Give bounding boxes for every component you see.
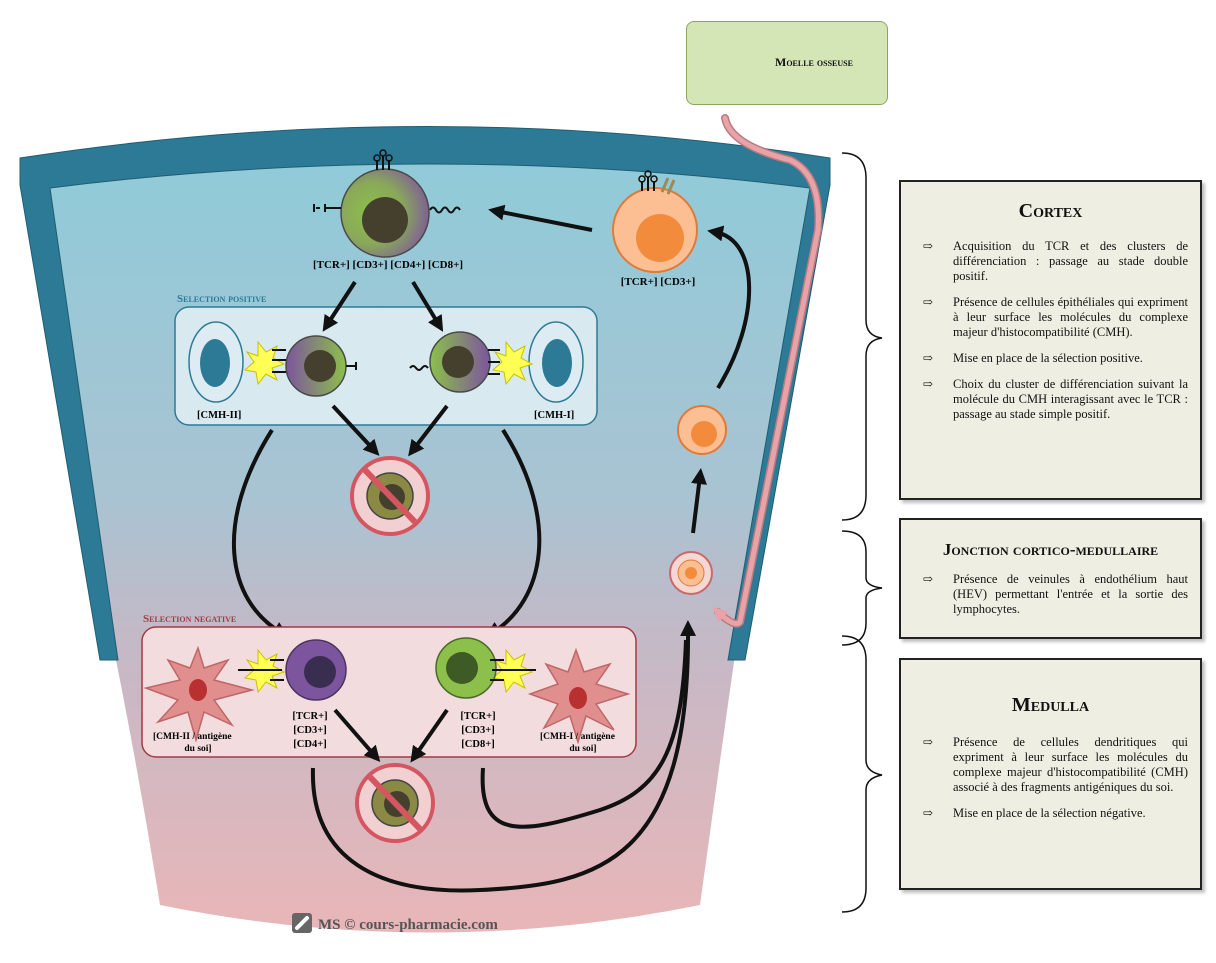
brace-medulla [841, 635, 883, 913]
neg-right-antigen-line1: [CMH-I / antigène [540, 732, 615, 742]
cd8-cell-tcr: [TCR+] [460, 711, 495, 722]
medulla-title: Medulla [1011, 694, 1090, 716]
medulla-panel: Medulla ⇨Présence de cellules dendritiqu… [899, 658, 1202, 890]
cd8-cell-cd3: [CD3+] [461, 725, 494, 736]
watermark-text: MS © cours-pharmacie.com [318, 917, 498, 933]
thymus-wall [19, 126, 831, 661]
cortex-title: Cortex [1018, 200, 1083, 222]
cd4-cell-cd4: [CD4+] [293, 739, 326, 750]
junction-title: Jonction cortico-medullaire [942, 540, 1159, 559]
arrow-bullet-icon: ⇨ [923, 239, 934, 253]
positive-selection-box [174, 306, 598, 426]
neg-right-antigen-line2: du soi] [569, 744, 596, 754]
cmh-ii-label: [CMH-II] [197, 410, 241, 421]
cd4-cell-cd3: [CD3+] [293, 725, 326, 736]
junction-panel: Jonction cortico-medullaire ⇨Présence de… [899, 518, 1202, 639]
arrow-bullet-icon: ⇨ [923, 735, 934, 749]
cd8-selecting-cell [409, 331, 534, 393]
dendritic-cell-left [143, 645, 255, 743]
immature-cell-label: [TCR+] [CD3+] [621, 276, 696, 288]
brace-junction [841, 530, 883, 646]
medulla-item: ⇨Présence de cellules dendritiques qui e… [923, 735, 1188, 794]
cd4-cell-tcr: [TCR+] [292, 711, 327, 722]
cd4-negative-cell [238, 639, 347, 701]
apoptosis-icon-medulla [355, 763, 435, 843]
cd8-negative-cell [435, 637, 536, 699]
medulla-item: ⇨Mise en place de la sélection négative. [923, 806, 1146, 820]
double-positive-cell [313, 149, 461, 258]
cd8-cell-cd8: [CD8+] [461, 739, 494, 750]
watermark-logo [292, 913, 312, 933]
migrating-t-cell [677, 405, 727, 455]
immature-t-cell [612, 170, 698, 273]
epithelial-cell-left [188, 321, 244, 403]
brace-cortex [841, 152, 883, 521]
arrow-bullet-icon: ⇨ [923, 377, 934, 391]
bone-marrow-label: Moelle osseuse [775, 55, 853, 69]
entering-precursor-cell [669, 551, 713, 595]
cortex-item: ⇨Acquisition du TCR et des clusters de d… [923, 239, 1188, 283]
neg-left-antigen-line1: [CMH-II / antigène [153, 732, 232, 742]
arrow-bullet-icon: ⇨ [923, 572, 934, 586]
cortex-item: ⇨Présence de cellules épithéliales qui e… [923, 295, 1188, 339]
cd4-selecting-cell [243, 335, 357, 397]
positive-selection-label: Selection positive [177, 293, 266, 305]
cortex-item: ⇨Mise en place de la sélection positive. [923, 351, 1143, 365]
dendritic-cell-right [527, 647, 631, 745]
arrow-bullet-icon: ⇨ [923, 806, 934, 820]
apoptosis-icon-cortex [350, 456, 430, 536]
double-positive-label: [TCR+] [CD3+] [CD4+] [CD8+] [313, 259, 463, 271]
bone-marrow-box: Moelle osseuse [686, 21, 888, 105]
cortex-panel: Cortex ⇨Acquisition du TCR et des cluste… [899, 180, 1202, 500]
arrow-bullet-icon: ⇨ [923, 295, 934, 309]
arrow-bullet-icon: ⇨ [923, 351, 934, 365]
neg-left-antigen-line2: du soi] [184, 744, 211, 754]
junction-item: ⇨Présence de veinules à endothélium haut… [923, 572, 1188, 616]
cortex-item: ⇨Choix du cluster de différenciation sui… [923, 377, 1188, 421]
negative-selection-label: Selection negative [143, 613, 236, 625]
epithelial-cell-right [528, 321, 584, 403]
cmh-i-label: [CMH-I] [534, 410, 574, 421]
